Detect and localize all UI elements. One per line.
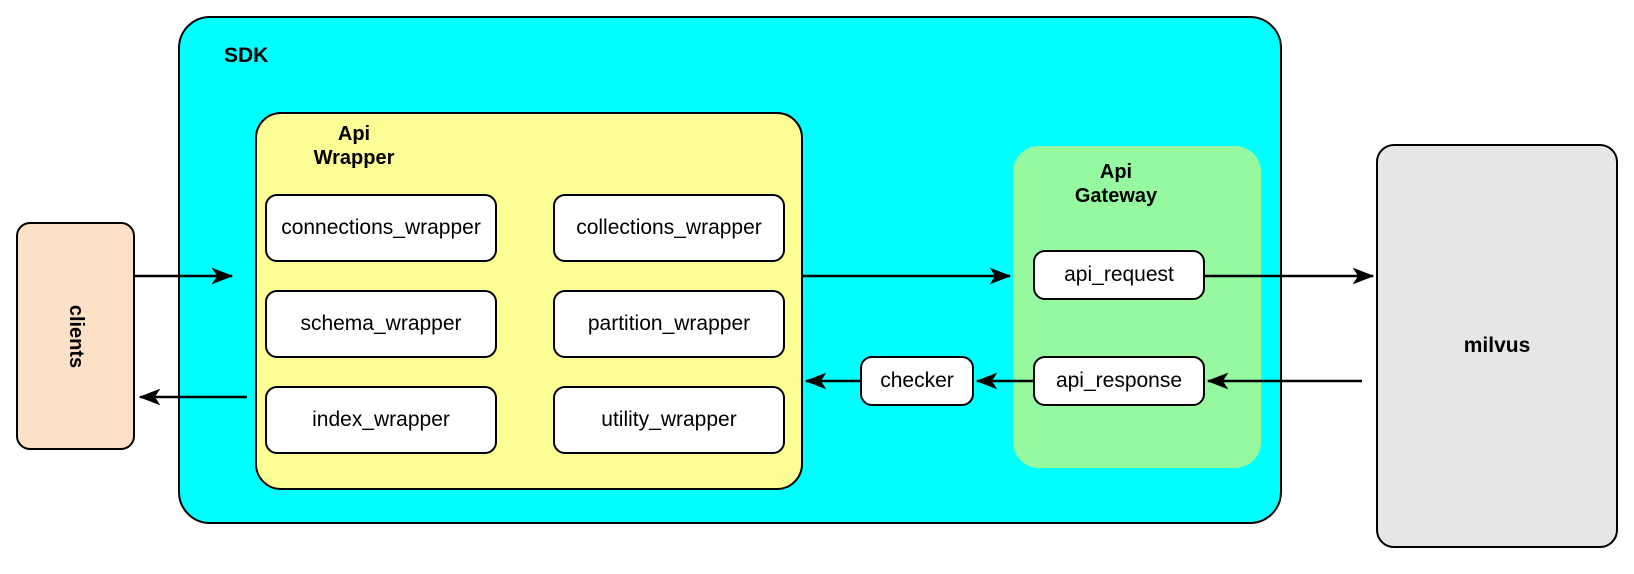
milvus-box[interactable]: milvus	[1376, 144, 1618, 548]
api-wrapper-label: Api Wrapper	[313, 123, 395, 169]
clients-label: clients	[64, 304, 87, 368]
node-api-response[interactable]: api_response	[1033, 356, 1205, 406]
module-collections-wrapper[interactable]: collections_wrapper	[553, 194, 785, 262]
api-gateway-label: Api Gateway	[1074, 161, 1158, 207]
module-utility-wrapper[interactable]: utility_wrapper	[553, 386, 785, 454]
clients-box[interactable]: clients	[16, 222, 135, 450]
module-connections-wrapper[interactable]: connections_wrapper	[265, 194, 497, 262]
api-gateway-container[interactable]: Api Gateway	[1013, 146, 1261, 468]
module-partition-wrapper[interactable]: partition_wrapper	[553, 290, 785, 358]
sdk-label: SDK	[224, 44, 269, 67]
node-checker[interactable]: checker	[860, 356, 974, 406]
module-schema-wrapper[interactable]: schema_wrapper	[265, 290, 497, 358]
node-api-request[interactable]: api_request	[1033, 250, 1205, 300]
module-index-wrapper[interactable]: index_wrapper	[265, 386, 497, 454]
